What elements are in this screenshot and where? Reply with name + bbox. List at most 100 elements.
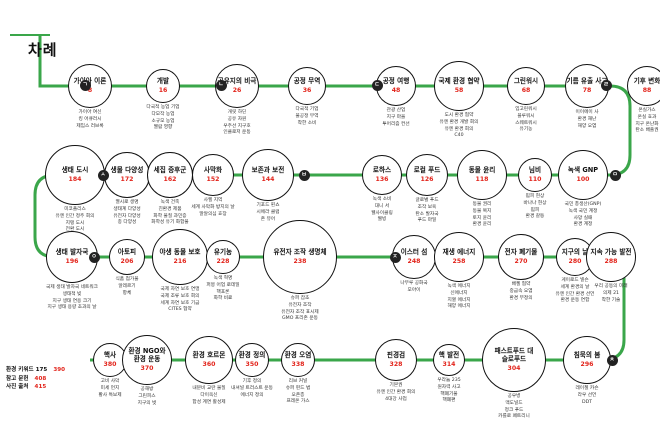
topic-node[interactable]: 로컬 푸드 126 <box>406 154 448 196</box>
topic-title: 생물 다양성 <box>110 165 144 174</box>
topic-page: 206 <box>120 258 134 266</box>
topic-node[interactable]: 재생 에너지 258 <box>434 232 484 282</box>
topic-subtopics: 다국적 농업 기업 다모작 농업 소규모 농업 멜람 영향 <box>146 105 180 131</box>
route-path <box>33 34 632 362</box>
topic-title: 재생 에너지 <box>442 247 476 256</box>
topic-subtopics: 레이첼 카슨 라우 선언 DDT <box>575 386 599 405</box>
topic-page: 110 <box>528 176 542 184</box>
section-badge: ㄹ <box>600 79 612 91</box>
section-badge: ㄴ <box>215 79 227 91</box>
topic-page: 350 <box>245 361 259 369</box>
topic-subtopics: 녹색 건축 친환경 제품 화학 물질 과민증 화학성 유기 화합물 <box>151 200 189 226</box>
topic-page: 100 <box>576 176 590 184</box>
topic-page: 26 <box>232 87 242 95</box>
topic-title: 로하스 <box>372 165 392 174</box>
topic-title: 로컬 푸드 <box>413 165 441 174</box>
topic-subtopics: 온실가스 온실 효과 지구 온난화 탄소 배출권 <box>635 108 659 134</box>
topic-subtopics: 동물 권리 동물 복지 토지 윤리 환경 윤리 <box>472 202 492 228</box>
topic-page: 136 <box>375 176 389 184</box>
section-badge: ㄱ <box>79 79 91 91</box>
topic-node[interactable]: 핵사 380 <box>93 343 127 377</box>
topic-page: 88 <box>642 87 652 95</box>
topic-page: 380 <box>103 361 117 369</box>
section-badge: ㅅ <box>97 169 109 181</box>
topic-subtopics: 기본권 유엔 인간 환경 회의 4대강 사업 <box>376 383 416 402</box>
topic-page: 258 <box>452 258 466 266</box>
topic-page: 228 <box>216 258 230 266</box>
topic-page: 68 <box>521 87 531 95</box>
topic-subtopics: 리브 커널 슈퍼 펀드 법 오존층 프레온 가스 <box>285 379 311 405</box>
topic-subtopics: 국제 생태 발자국 네트워크 생태적 빚 지구 생태 연용 크기 지구 생태 용… <box>46 285 98 311</box>
topic-title: 님비 <box>528 165 542 174</box>
topic-node[interactable]: 국제 환경 협약 58 <box>434 61 484 111</box>
topic-title: 그린워시 <box>513 76 539 85</box>
topic-node[interactable]: 님비 110 <box>518 158 552 192</box>
topic-title: 아토피 <box>117 247 137 256</box>
section-badge: ㅊ <box>606 354 618 366</box>
topic-node[interactable]: 생물 다양성 172 <box>104 152 150 198</box>
topic-subtopics: 국민 총생산(GNP) 녹색 국민 계정 사망 실패 환경 계정 <box>564 202 602 228</box>
topic-subtopics: 녹색 소비 대니 서 웰사이클링 웰빙 <box>371 197 393 223</box>
topic-node[interactable]: 로하스 136 <box>362 155 402 195</box>
topic-node[interactable]: 아토피 206 <box>109 239 145 275</box>
topic-title: 공정 여행 <box>382 76 410 85</box>
topic-page: 216 <box>173 258 187 266</box>
topic-title: 지구의 날 <box>561 247 589 256</box>
topic-subtopics: 녹색 혁명 퍼몽 어업 로데일 핵포론 화학 비료 <box>206 276 240 302</box>
topic-subtopics: 식품 첨가물 알레르기 항체 <box>115 277 139 296</box>
topic-page: 184 <box>68 176 82 184</box>
topic-page: 36 <box>302 87 312 95</box>
topic-title: 국제 환경 협약 <box>438 76 480 85</box>
topic-subtopics: 미코폴리스 유엔 인간 정주 회의 지탱 도시 전환 도시 <box>55 207 95 233</box>
topic-title: 핵사 <box>103 350 117 359</box>
topic-page: 162 <box>163 176 177 184</box>
topic-subtopics: 관광 산업 지구 마을 투어리즘 컨선 <box>382 108 410 127</box>
topic-title: 전자 폐기물 <box>504 247 538 256</box>
topic-subtopics: 입고린워시 블루워시 스웨트워시 유기농 <box>515 107 537 133</box>
topic-title: 패스트푸드 대 슬로푸드 <box>494 346 534 363</box>
topic-page: 126 <box>420 176 434 184</box>
topic-subtopics: 공우병 맥도널드 정크 푸드 카를로 페트리니 <box>498 394 530 420</box>
topic-node[interactable]: 기후 변화 88 <box>627 66 660 106</box>
topic-title: 공정 무역 <box>293 76 321 85</box>
topic-title: 환경 오염 <box>284 350 312 359</box>
topic-page: 144 <box>261 176 275 184</box>
topic-node[interactable]: 그린워시 68 <box>507 67 545 105</box>
topic-subtopics: 공해방 그린피스 지구의 벗 <box>137 387 157 406</box>
topic-title: 기후 변화 <box>633 76 660 85</box>
topic-title: 동물 윤리 <box>468 165 496 174</box>
topic-node[interactable]: 공정 무역 36 <box>288 67 326 105</box>
topic-title: 유전자 조작 생명체 <box>273 247 327 256</box>
topic-title: 기름 유출 사고 <box>566 76 608 85</box>
topic-title: 세집 증후군 <box>153 165 187 174</box>
topic-page: 360 <box>202 361 216 369</box>
topic-subtopics: 배젤 협약 중금속 오염 환경 부정의 <box>509 282 533 301</box>
topic-node[interactable]: 보존과 보전 144 <box>242 149 294 201</box>
topic-node[interactable]: 세집 증후군 162 <box>147 152 193 198</box>
topic-page: 328 <box>389 361 403 369</box>
topic-title: 보존과 보전 <box>251 165 285 174</box>
topic-page: 280 <box>568 258 582 266</box>
topic-page: 172 <box>120 176 134 184</box>
topic-page: 338 <box>291 361 305 369</box>
topic-page: 58 <box>454 87 464 95</box>
topic-node[interactable]: 환경 오염 338 <box>281 343 315 377</box>
